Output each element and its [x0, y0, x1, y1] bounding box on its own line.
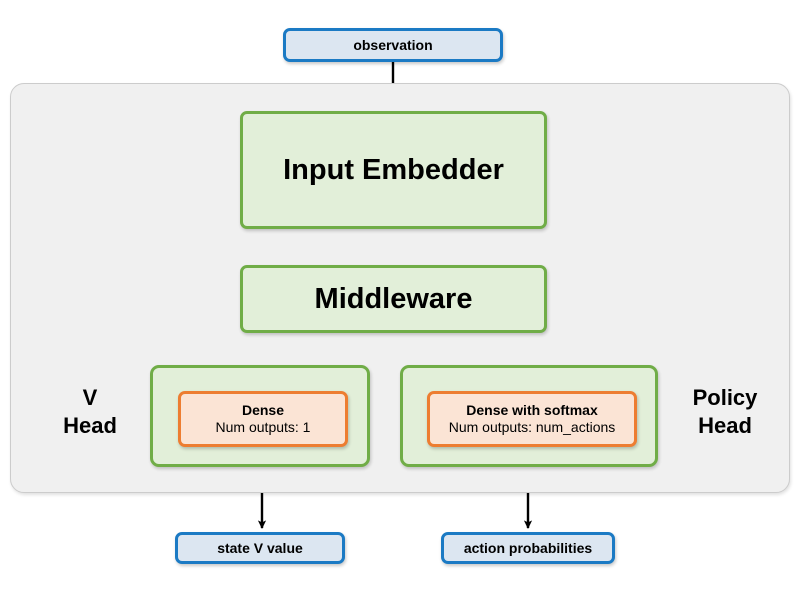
middleware-node[interactable]: Middleware: [240, 265, 547, 333]
v-head-dense-node[interactable]: Dense Num outputs: 1: [178, 391, 348, 447]
state-v-value-label: state V value: [217, 539, 303, 556]
v-head-dense-subtitle: Num outputs: 1: [215, 419, 311, 435]
policy-head-group[interactable]: Dense with softmax Num outputs: num_acti…: [400, 365, 658, 467]
middleware-label: Middleware: [314, 282, 473, 315]
observation-node[interactable]: observation: [283, 28, 503, 62]
policy-head-dense-title: Dense with softmax: [466, 402, 598, 419]
v-head-label-line2: Head: [63, 412, 117, 438]
v-head-label-line1: V: [82, 385, 98, 410]
input-embedder-label: Input Embedder: [283, 153, 504, 186]
policy-head-label-line1: Policy: [692, 385, 758, 410]
v-head-label: V Head: [40, 384, 140, 439]
policy-head-dense-node[interactable]: Dense with softmax Num outputs: num_acti…: [427, 391, 637, 447]
v-head-group[interactable]: Dense Num outputs: 1: [150, 365, 370, 467]
state-v-value-node[interactable]: state V value: [175, 532, 345, 564]
v-head-dense-title: Dense: [241, 402, 285, 419]
policy-head-label-line2: Head: [698, 412, 752, 438]
action-probabilities-label: action probabilities: [463, 539, 593, 556]
action-probabilities-node[interactable]: action probabilities: [441, 532, 615, 564]
policy-head-dense-subtitle: Num outputs: num_actions: [448, 419, 616, 435]
input-embedder-node[interactable]: Input Embedder: [240, 111, 547, 229]
policy-head-label: Policy Head: [666, 384, 784, 439]
observation-label: observation: [353, 36, 433, 53]
